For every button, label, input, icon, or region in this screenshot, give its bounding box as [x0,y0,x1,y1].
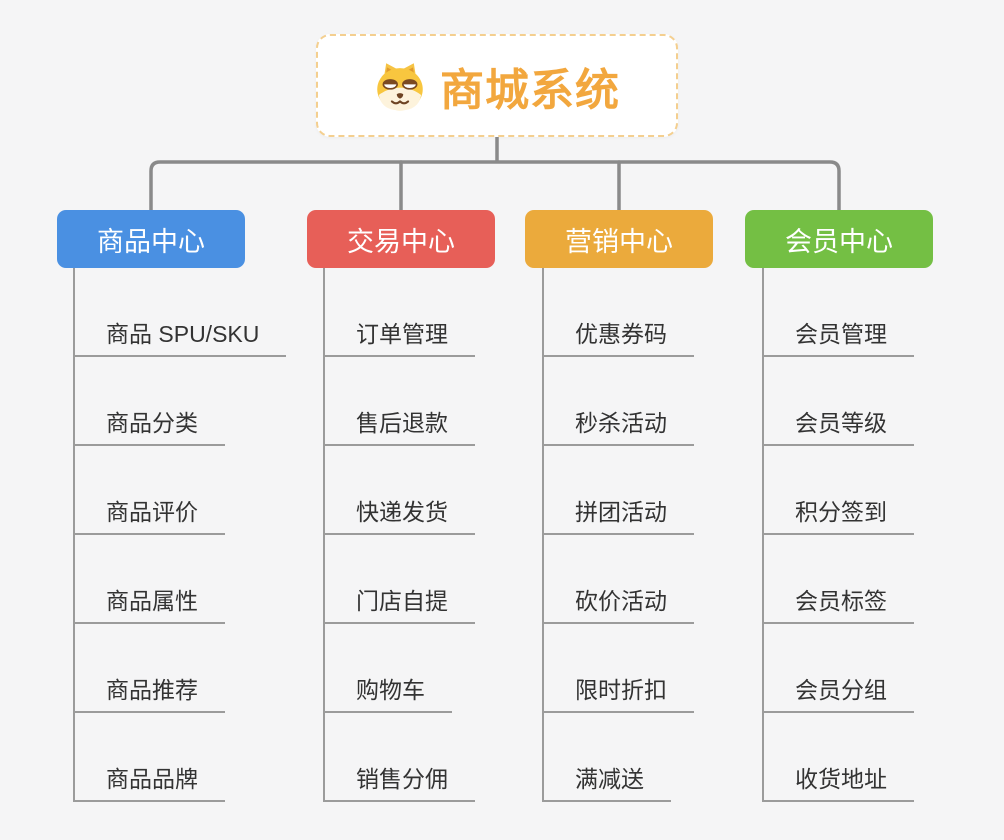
branch-node-marketing-center[interactable]: 营销中心 [525,210,713,268]
topic-item[interactable]: 门店自提 [323,587,475,624]
topic-item[interactable]: 满减送 [542,765,671,802]
branch-column-product-center: 商品 SPU/SKU 商品分类 商品评价 商品属性 商品推荐 商品品牌 [73,320,287,802]
root-title: 商城系统 [440,65,620,115]
topic-item[interactable]: 订单管理 [323,320,475,357]
topic-item[interactable]: 秒杀活动 [542,409,694,446]
branch-node-product-center[interactable]: 商品中心 [57,210,245,268]
branch-node-member-center[interactable]: 会员中心 [745,210,933,268]
topic-item[interactable]: 商品 SPU/SKU [73,320,287,357]
topic-item[interactable]: 优惠券码 [542,320,694,357]
topic-item[interactable]: 售后退款 [323,409,475,446]
topic-item[interactable]: 商品属性 [73,587,225,624]
topic-item[interactable]: 会员管理 [762,320,914,357]
root-node[interactable]: 商城系统 [316,34,678,137]
topic-item[interactable]: 商品推荐 [73,676,225,713]
topic-item[interactable]: 商品分类 [73,409,225,446]
topic-item[interactable]: 快递发货 [323,498,475,535]
topic-item[interactable]: 砍价活动 [542,587,694,624]
branch-title: 营销中心 [565,226,673,257]
topic-item[interactable]: 会员等级 [762,409,914,446]
branch-title: 商品中心 [97,226,205,257]
topic-item[interactable]: 销售分佣 [323,765,475,802]
branch-title: 交易中心 [347,226,455,257]
bus-line [149,160,841,212]
branch-column-marketing-center: 优惠券码 秒杀活动 拼团活动 砍价活动 限时折扣 满减送 [542,320,694,802]
topic-item[interactable]: 限时折扣 [542,676,694,713]
topic-item[interactable]: 商品品牌 [73,765,225,802]
branch-column-trade-center: 订单管理 售后退款 快递发货 门店自提 购物车 销售分佣 [323,320,475,802]
branch-title: 会员中心 [785,226,893,257]
branch-column-member-center: 会员管理 会员等级 积分签到 会员标签 会员分组 收货地址 [762,320,914,802]
dog-face-icon [374,60,426,112]
topic-item[interactable]: 会员标签 [762,587,914,624]
topic-item[interactable]: 收货地址 [762,765,914,802]
topic-item[interactable]: 积分签到 [762,498,914,535]
topic-item[interactable]: 商品评价 [73,498,225,535]
topic-item[interactable]: 会员分组 [762,676,914,713]
topic-item[interactable]: 拼团活动 [542,498,694,535]
branch-node-trade-center[interactable]: 交易中心 [307,210,495,268]
topic-item[interactable]: 购物车 [323,676,452,713]
